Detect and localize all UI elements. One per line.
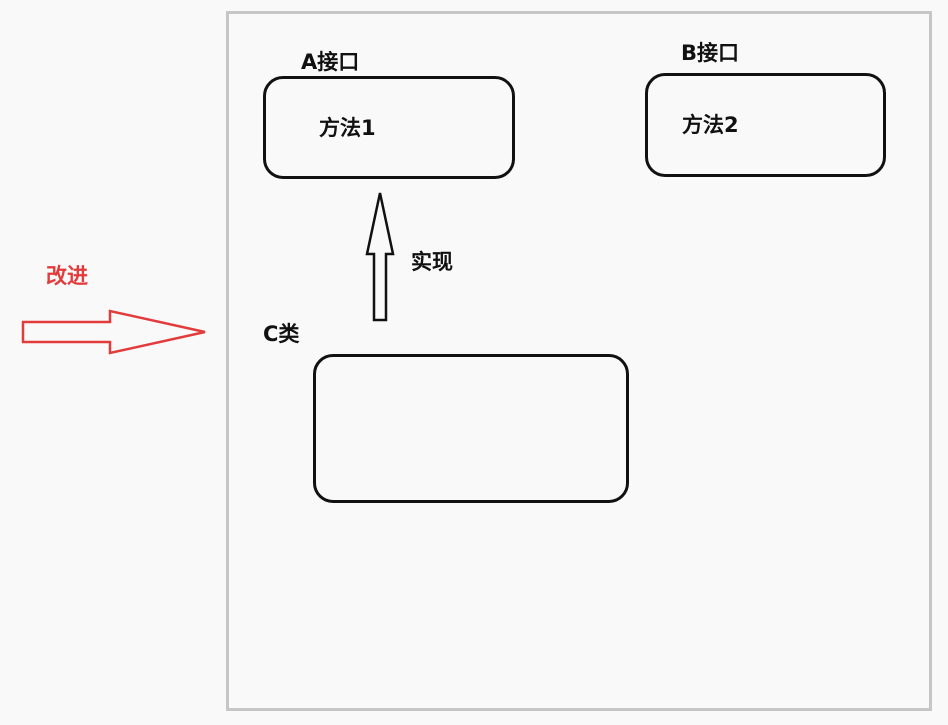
interface-a-method: 方法1: [319, 116, 376, 140]
interface-b-title: B接口: [681, 41, 740, 65]
implement-label: 实现: [411, 250, 453, 274]
improve-arrow-icon: [21, 309, 206, 355]
class-c-title: C类: [263, 322, 300, 346]
interface-b-box: 方法2: [645, 73, 886, 177]
implements-arrow-icon: [365, 192, 395, 322]
interface-a-box: 方法1: [263, 76, 515, 179]
class-c-box: [313, 354, 629, 503]
improve-label: 改进: [46, 264, 88, 288]
interface-a-title: A接口: [301, 50, 360, 74]
diagram-frame: [226, 11, 932, 711]
interface-b-method: 方法2: [682, 113, 739, 137]
